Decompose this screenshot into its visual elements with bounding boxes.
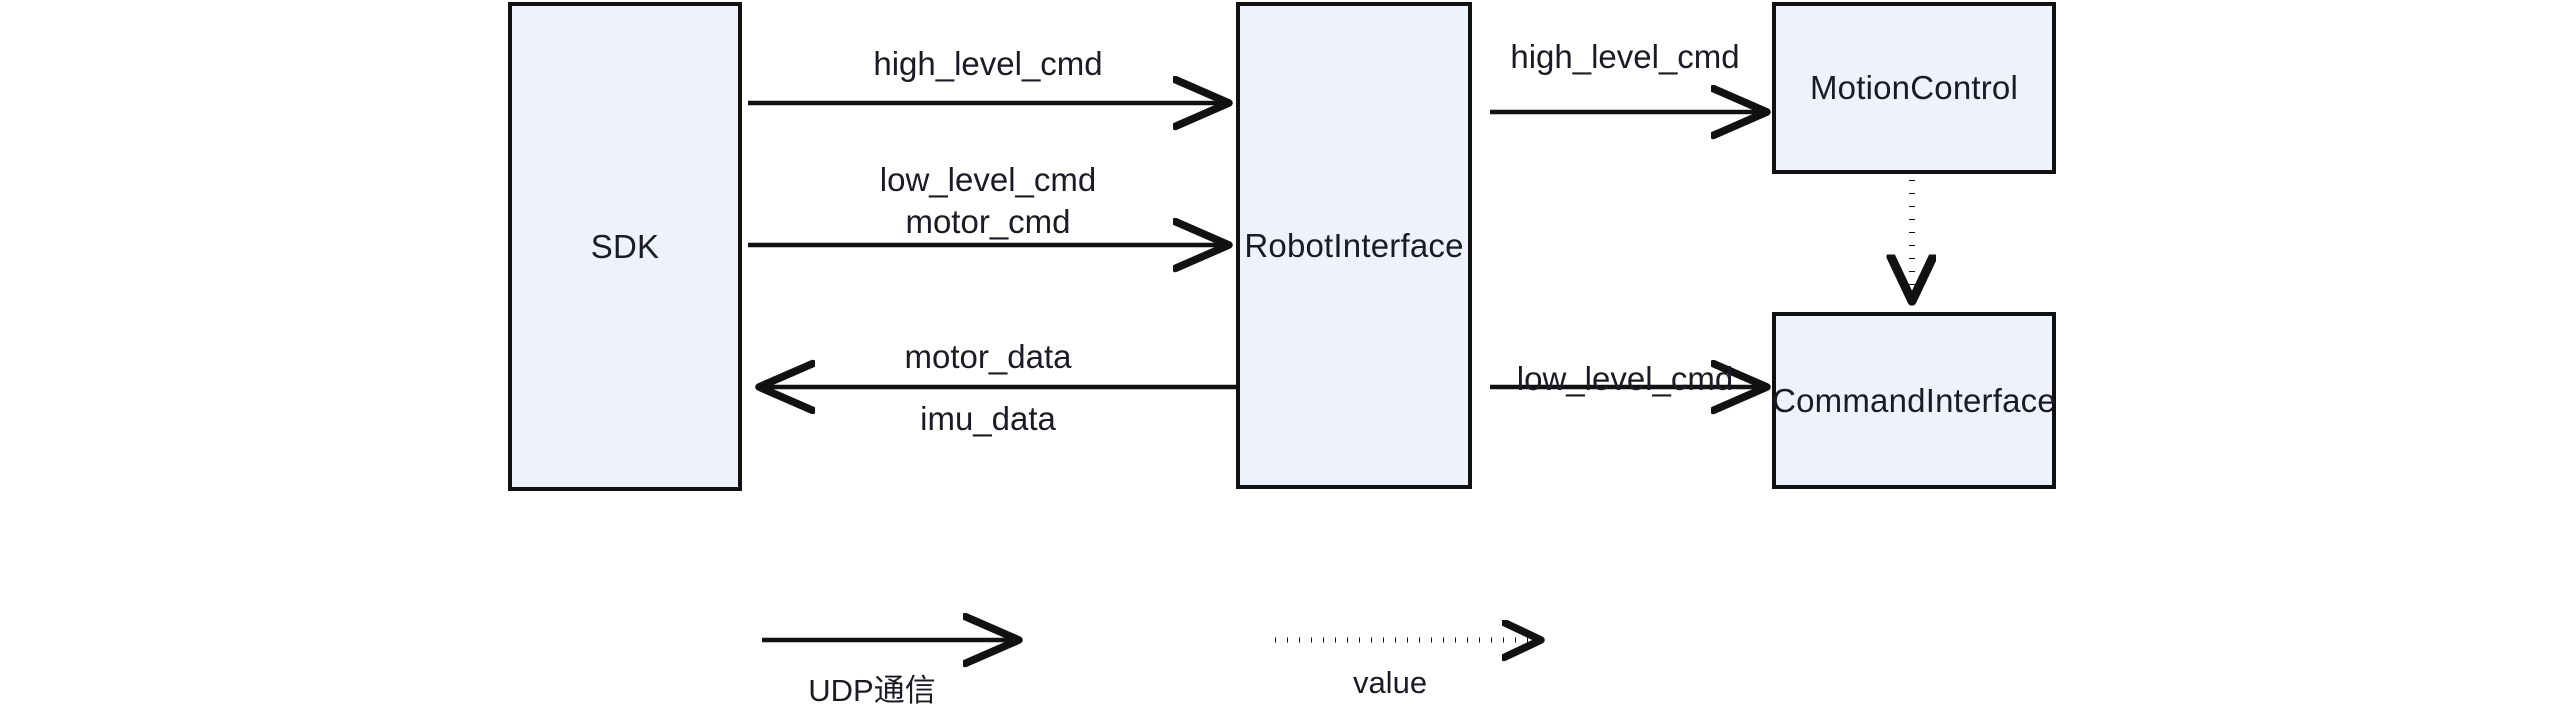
edge-label-robot-sdk-motor-data: motor_data [904,338,1072,375]
edge-label-robot-command-low-level-cmd: low_level_cmd [1516,360,1734,397]
legend-item-value-label: value [1352,665,1428,700]
node-robot-interface[interactable]: RobotInterface [1236,2,1472,489]
edge-label-robot-sdk-imu-data: imu_data [920,400,1056,437]
node-robot-interface-label: RobotInterface [1244,226,1464,264]
node-command-interface-label: CommandInterface [1772,381,2056,419]
node-sdk[interactable]: SDK [508,2,742,491]
node-command-interface[interactable]: CommandInterface [1772,312,2056,489]
edge-label-sdk-robot-high-level-cmd: high_level_cmd [873,45,1103,82]
node-motion-control-label: MotionControl [1809,69,2019,106]
edge-label-sdk-robot-low-level-cmd: low_level_cmd [879,161,1097,198]
edge-label-robot-motion-high-level-cmd: high_level_cmd [1510,38,1740,75]
legend-item-udp-label: UDP通信 [808,673,936,708]
node-sdk-label: SDK [590,227,660,265]
node-motion-control[interactable]: MotionControl [1772,2,2056,174]
edge-label-sdk-robot-motor-cmd: motor_cmd [905,203,1071,240]
